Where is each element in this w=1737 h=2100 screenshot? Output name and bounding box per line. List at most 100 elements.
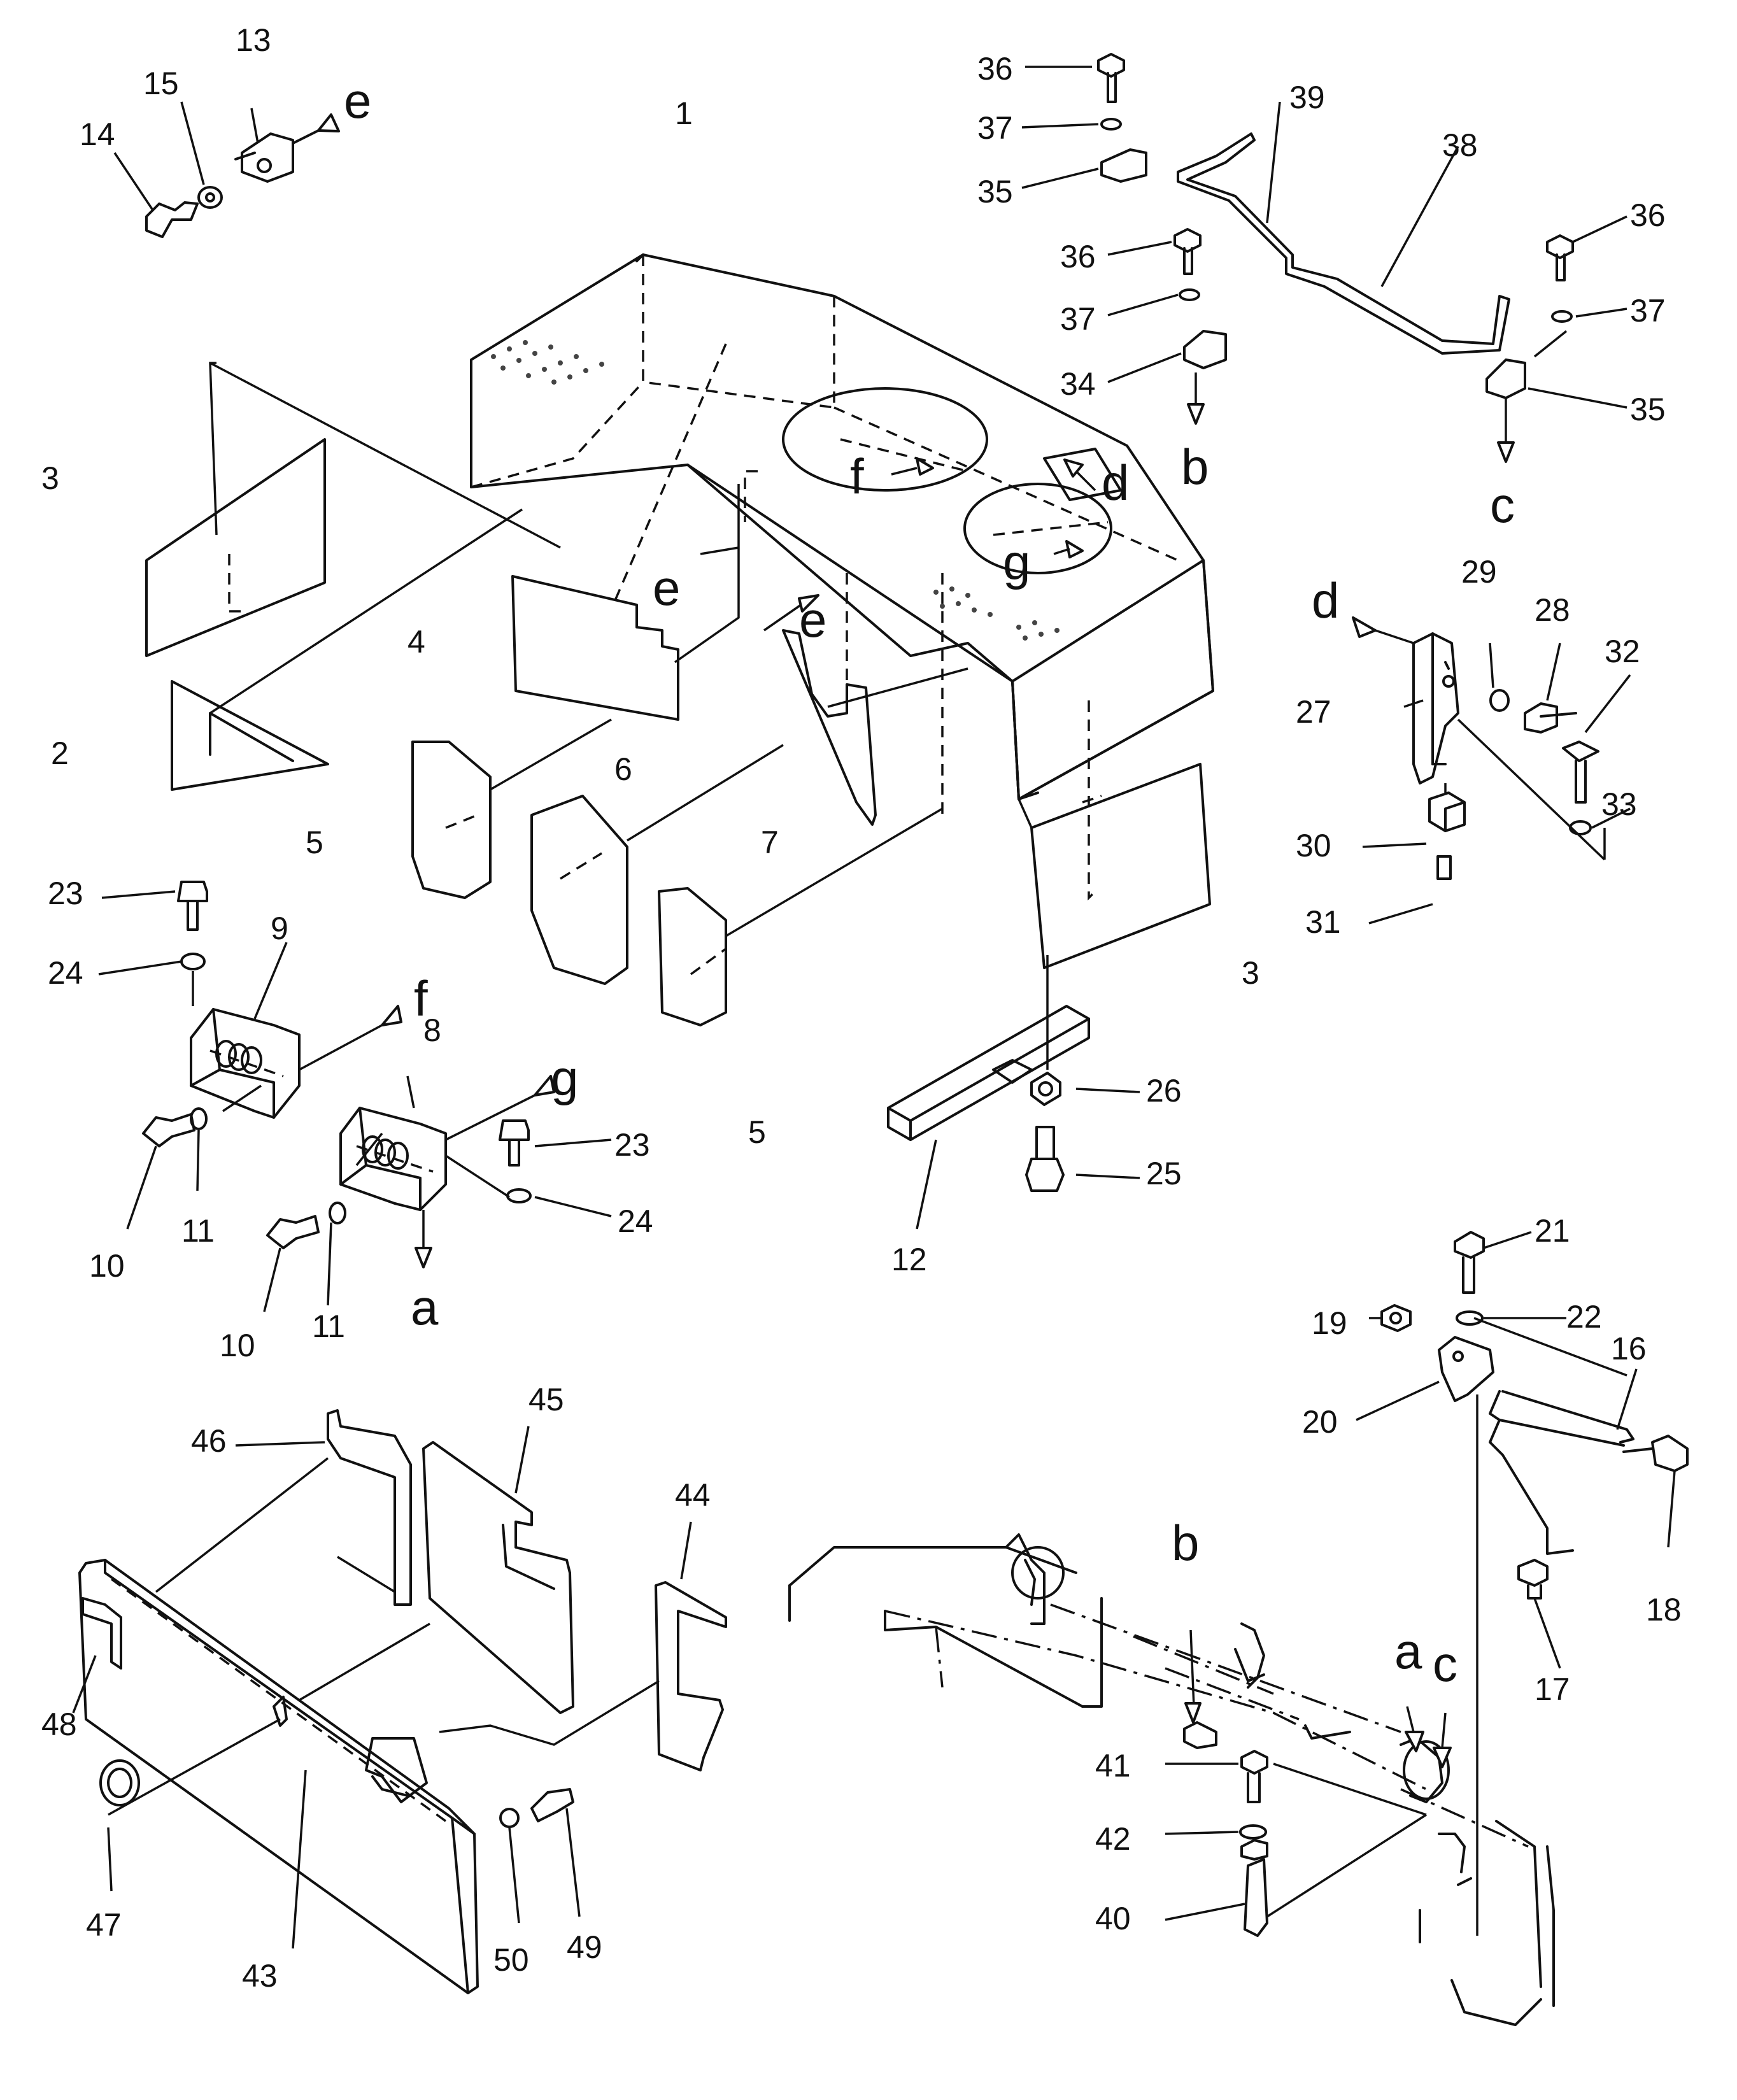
callout-40: 40 xyxy=(1095,1901,1131,1936)
callout-28: 28 xyxy=(1535,592,1570,628)
letter-a-frame: a xyxy=(1394,1623,1422,1679)
callout-36-mid: 36 xyxy=(1060,239,1096,274)
letter-a-hinge: a xyxy=(411,1279,439,1335)
callout-3-left: 3 xyxy=(41,460,59,496)
callout-19: 19 xyxy=(1312,1305,1347,1341)
callout-1: 1 xyxy=(675,96,693,131)
callout-9: 9 xyxy=(271,911,288,946)
letter-c-bracket: c xyxy=(1490,477,1515,533)
linkage-16-group xyxy=(1356,1231,1689,1936)
bracket-35-upper-group xyxy=(1021,53,1147,189)
letter-d-bracket: d xyxy=(1312,572,1339,628)
callout-2: 2 xyxy=(51,735,69,771)
handrail-38-39 xyxy=(1177,101,1510,355)
perforated-area-left xyxy=(491,340,604,385)
callout-44: 44 xyxy=(675,1477,711,1513)
callout-13: 13 xyxy=(236,22,271,58)
callout-48: 48 xyxy=(41,1706,77,1742)
callout-46: 46 xyxy=(191,1423,227,1459)
bracket-27-group xyxy=(1352,616,1631,925)
bracket-40-group xyxy=(1165,1750,1427,1937)
callout-42: 42 xyxy=(1095,1821,1131,1857)
letter-d-cover: d xyxy=(1102,455,1129,511)
callout-37-right: 37 xyxy=(1630,293,1666,329)
callout-11-left: 11 xyxy=(181,1213,215,1249)
sound-panel-44 xyxy=(655,1581,727,1771)
letter-g-cover: g xyxy=(1003,534,1030,590)
front-panel-43-group xyxy=(72,1559,581,1994)
callout-37-top: 37 xyxy=(977,110,1013,146)
callout-8: 8 xyxy=(423,1012,441,1048)
callout-14: 14 xyxy=(80,117,115,152)
callout-4: 4 xyxy=(408,624,425,660)
bar-12-group xyxy=(887,955,1140,1230)
letter-e-right: e xyxy=(799,592,826,648)
sound-panel-5-right xyxy=(658,887,727,1026)
callout-49: 49 xyxy=(567,1929,602,1965)
hinge-8-group xyxy=(263,1075,612,1312)
sound-panel-3-left xyxy=(145,438,326,657)
letter-g-hinge: g xyxy=(551,1050,578,1106)
letter-e-top: e xyxy=(344,73,371,129)
callout-38: 38 xyxy=(1442,127,1478,163)
callout-18: 18 xyxy=(1646,1592,1682,1628)
callout-5-left: 5 xyxy=(306,825,323,860)
machine-frame xyxy=(788,1533,1555,2026)
callout-37-mid: 37 xyxy=(1060,301,1096,337)
callout-20: 20 xyxy=(1302,1404,1338,1440)
callout-12: 12 xyxy=(891,1242,927,1277)
callout-10-left: 10 xyxy=(89,1248,125,1284)
letter-f-hinge: f xyxy=(414,970,428,1026)
callout-47: 47 xyxy=(86,1907,122,1943)
callout-39: 39 xyxy=(1289,80,1325,115)
callout-30: 30 xyxy=(1296,828,1331,863)
callout-22: 22 xyxy=(1566,1299,1602,1335)
callout-32: 32 xyxy=(1605,634,1640,669)
callout-10-right: 10 xyxy=(220,1328,255,1363)
hood-cover xyxy=(470,253,1214,815)
callout-5-right: 5 xyxy=(748,1114,766,1150)
callout-17: 17 xyxy=(1535,1671,1570,1707)
callout-15: 15 xyxy=(143,66,179,101)
sound-panel-7 xyxy=(782,629,877,826)
perforated-area-right xyxy=(933,586,1060,641)
letter-c-frame: c xyxy=(1433,1636,1457,1692)
hinge-9-group xyxy=(98,881,402,1230)
callout-36-right: 36 xyxy=(1630,197,1666,233)
callout-16: 16 xyxy=(1611,1331,1647,1366)
hood-front-panel xyxy=(1011,559,1214,800)
callout-41: 41 xyxy=(1095,1748,1131,1784)
callout-11-right: 11 xyxy=(312,1309,345,1344)
callout-6: 6 xyxy=(614,751,632,787)
callout-29: 29 xyxy=(1461,554,1497,590)
callout-25: 25 xyxy=(1146,1156,1182,1191)
callout-33: 33 xyxy=(1601,786,1637,822)
sound-panel-5-left xyxy=(411,741,492,899)
callout-24-right: 24 xyxy=(618,1203,653,1239)
callout-24-left: 24 xyxy=(48,955,83,991)
callout-35-right: 35 xyxy=(1630,392,1666,427)
callout-3-right: 3 xyxy=(1242,955,1259,991)
callout-34: 34 xyxy=(1060,366,1096,402)
sound-panel-45 xyxy=(422,1441,574,1714)
letter-f-cover: f xyxy=(850,448,864,504)
bracket-34-group xyxy=(1107,228,1227,425)
bracket-13-group xyxy=(113,101,340,238)
callout-45: 45 xyxy=(528,1382,564,1417)
letter-b-frame: b xyxy=(1172,1515,1199,1571)
sound-panel-3-right xyxy=(1030,763,1211,969)
letter-e-mid: e xyxy=(653,560,680,616)
sound-panel-2 xyxy=(171,680,329,791)
callout-26: 26 xyxy=(1146,1073,1182,1109)
callout-36-top: 36 xyxy=(977,51,1013,87)
sound-panel-46 xyxy=(327,1409,412,1606)
callout-50: 50 xyxy=(493,1942,529,1978)
bracket-35-lower-group xyxy=(1485,215,1627,463)
callout-43: 43 xyxy=(242,1958,278,1994)
letter-b-bracket: b xyxy=(1181,439,1209,495)
callout-21: 21 xyxy=(1535,1213,1570,1249)
callout-7: 7 xyxy=(761,825,779,860)
sound-panel-6 xyxy=(530,795,628,985)
callout-31: 31 xyxy=(1305,904,1341,940)
